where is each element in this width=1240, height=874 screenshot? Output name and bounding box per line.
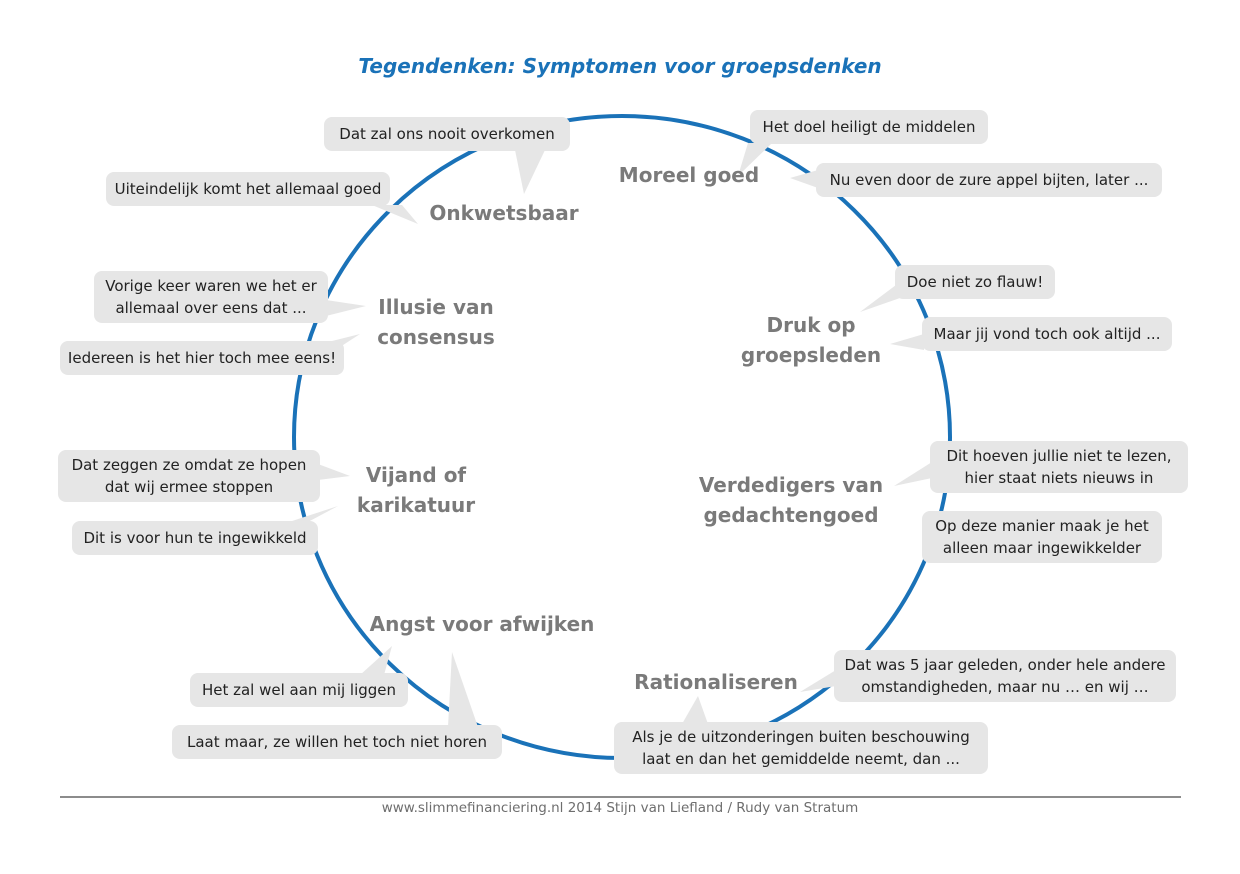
bubble-tail: [286, 506, 338, 523]
quote-bubble: Uiteindelijk komt het allemaal goed: [106, 172, 390, 206]
quote-bubble: Laat maar, ze willen het toch niet horen: [172, 725, 502, 759]
bubble-tail: [318, 464, 350, 480]
quote-bubble: Nu even door de zure appel bijten, later…: [816, 163, 1162, 197]
quote-bubble: Dat zal ons nooit overkomen: [324, 117, 570, 151]
quote-bubble: Doe niet zo flauw!: [895, 265, 1055, 299]
footer-divider: [60, 796, 1181, 798]
quote-bubble: Maar jij vond toch ook altijd ...: [922, 317, 1172, 351]
bubble-tail: [890, 334, 924, 350]
bubble-tail: [360, 646, 392, 675]
bubble-tail: [860, 282, 900, 312]
quote-bubble: Het zal wel aan mij liggen: [190, 673, 408, 707]
quote-bubble: Als je de uitzonderingen buiten beschouw…: [614, 722, 988, 774]
bubble-tail: [894, 462, 932, 486]
footer-credit: www.slimmefinanciering.nl 2014 Stijn van…: [381, 800, 859, 816]
bubble-tail: [372, 205, 418, 224]
bubble-tail: [682, 696, 708, 724]
bubble-tail: [800, 670, 836, 692]
bubble-tails: [286, 143, 946, 727]
bubble-tail: [448, 652, 478, 727]
bubble-tail: [515, 150, 545, 194]
bubble-tail: [738, 143, 772, 176]
quote-bubble: Het doel heiligt de middelen: [750, 110, 988, 144]
symptom-angst-voor-afwijken: Angst voor afwijken: [369, 612, 595, 636]
quote-bubble: Dit hoeven jullie niet te lezen,hier sta…: [930, 441, 1188, 493]
quote-bubble: Iedereen is het hier toch mee eens!: [60, 341, 344, 375]
page-title: Tegendenken: Symptomen voor groepsdenken: [358, 54, 882, 78]
symptom-onkwetsbaar: Onkwetsbaar: [429, 201, 579, 225]
symptom-moreel-goed: Moreel goed: [618, 163, 760, 187]
symptom-rationaliseren: Rationaliseren: [634, 670, 798, 694]
quote-bubble: Dat was 5 jaar geleden, onder hele ander…: [834, 650, 1176, 702]
bubble-tail: [326, 300, 366, 316]
quote-bubble: Dit is voor hun te ingewikkeld: [72, 521, 318, 555]
bubble-tail: [790, 170, 818, 188]
